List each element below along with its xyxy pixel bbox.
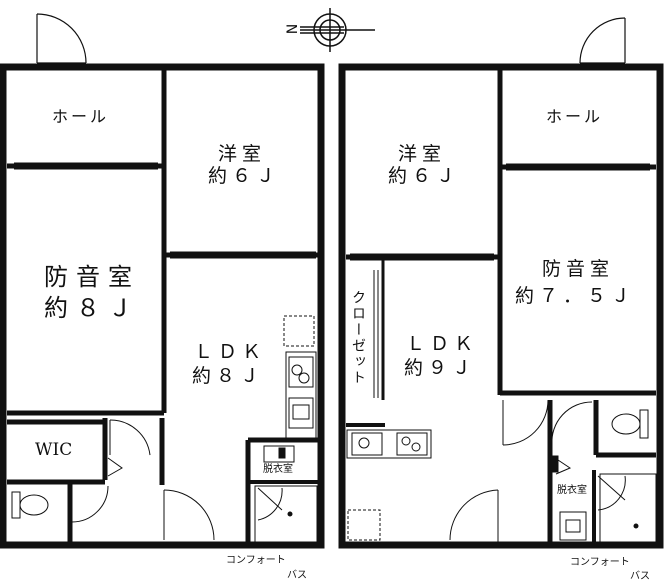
left-western-room-size: 約６Ｊ [208, 165, 281, 187]
right-comfort-bath-label: コンフォート [570, 557, 630, 568]
left-bath-icon [254, 485, 318, 545]
left-entrance-door-icon [36, 13, 87, 64]
compass-icon [300, 8, 375, 52]
left-hall-label: ホール [52, 107, 110, 126]
right-soundproof-room-size: 約７．５Ｊ [515, 285, 636, 307]
left-toilet-icon [11, 491, 49, 519]
left-interior-doors [71, 419, 283, 541]
right-kitchen-counter [346, 429, 432, 541]
right-dressing-room-label: 脱衣室 [557, 485, 587, 496]
left-unit-walls [0, 63, 325, 549]
left-ldk-name: ＬＤＫ [194, 341, 267, 363]
right-ldk-name: ＬＤＫ [406, 333, 479, 355]
right-closet-label: クローゼット [350, 290, 366, 386]
left-soundproof-room-size: 約８Ｊ [44, 294, 140, 322]
left-soundproof-room-name: 防音室 [44, 263, 140, 291]
compass-north-label: N [285, 23, 302, 35]
left-comfort-bath-label: コンフォート [226, 555, 286, 566]
right-toilet-icon [611, 409, 649, 439]
right-interior-doors [449, 399, 626, 543]
left-unit-windows [14, 63, 316, 259]
right-unit-walls [338, 63, 664, 549]
right-closet-doors-icon [373, 270, 379, 398]
left-dressing-room-label: 脱衣室 [263, 464, 293, 475]
right-western-room-name: 洋室 [398, 143, 447, 165]
right-entrance-door-icon [579, 17, 626, 64]
left-wic-label: WIC [35, 440, 73, 460]
left-western-room-name: 洋室 [218, 143, 267, 165]
right-ldk-size: 約９Ｊ [404, 357, 477, 379]
right-soundproof-room-name: 防音室 [542, 258, 615, 280]
left-bath-label: バス [287, 570, 307, 581]
right-bath-icon [599, 473, 657, 545]
right-washbasin-icon [551, 455, 587, 541]
left-washbasin-icon [263, 445, 295, 463]
right-hall-label: ホール [546, 107, 604, 126]
right-bath-label: バス [630, 571, 650, 582]
right-unit-windows [350, 63, 650, 261]
left-ldk-size: 約８Ｊ [192, 365, 265, 387]
right-western-room-size: 約６Ｊ [388, 165, 461, 187]
left-kitchen-counter [283, 315, 317, 439]
